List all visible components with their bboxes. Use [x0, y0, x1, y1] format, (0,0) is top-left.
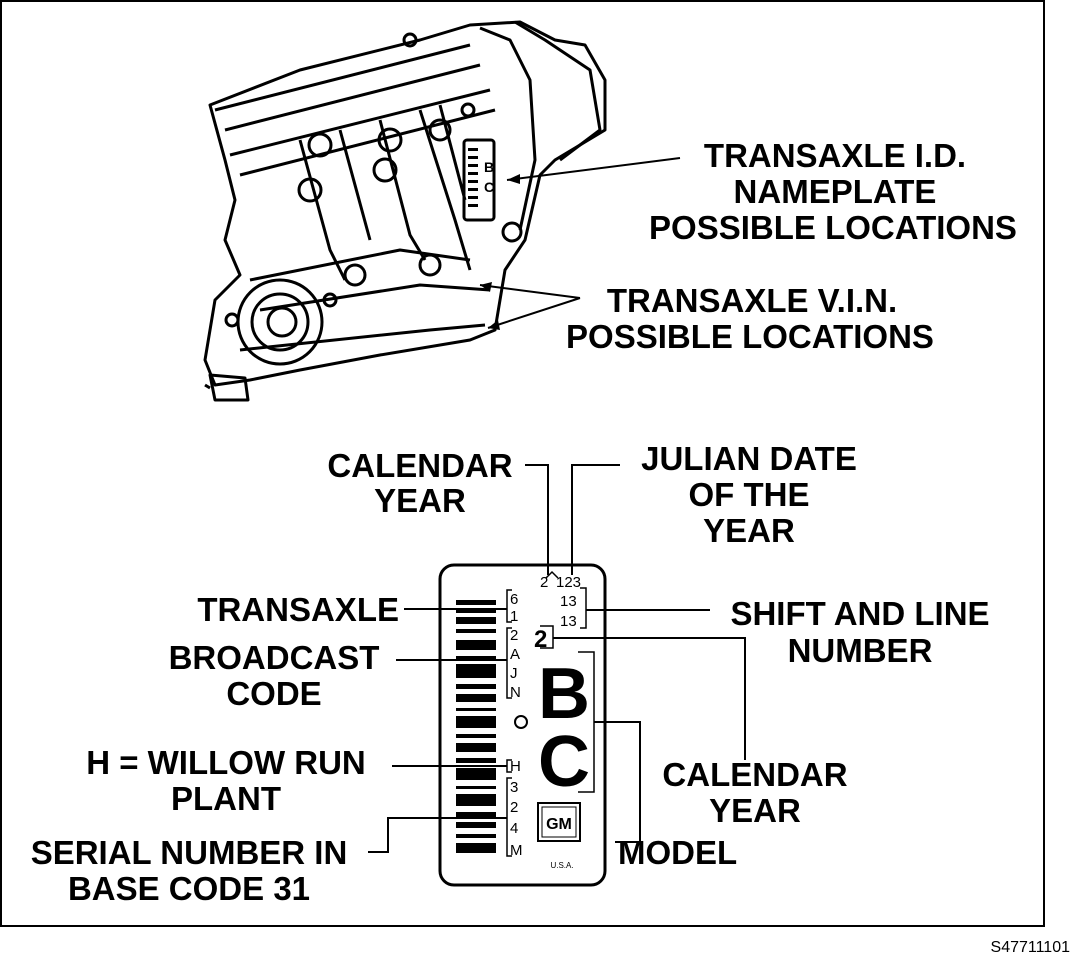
gm-logo: GM	[537, 802, 581, 842]
willow-run-line-2: PLANT	[171, 780, 281, 817]
top-leaders	[479, 157, 681, 329]
shift-line-line-2: NUMBER	[788, 632, 933, 669]
calendar-year-top-label: CALENDAR YEAR	[327, 447, 512, 519]
plate-char-10: 4	[510, 820, 518, 837]
transaxle-illustration	[203, 20, 607, 402]
plate-top-digits: 2 123 13 13	[540, 574, 581, 630]
julian-date-line-3: YEAR	[703, 512, 795, 549]
gm-logo-text: GM	[546, 816, 572, 833]
id-nameplate-line-3: POSSIBLE LOCATIONS	[649, 209, 1017, 246]
id-nameplate-line-1: TRANSAXLE I.D.	[704, 137, 966, 174]
plate-char-3: 2	[510, 627, 518, 644]
plate-char-2: 1	[510, 608, 518, 625]
plate-char-6: N	[510, 684, 521, 701]
broadcast-code-line-2: CODE	[226, 675, 321, 712]
willow-run-line-1: H = WILLOW RUN	[86, 744, 366, 781]
plate-shift-line-bottom: 13	[560, 613, 577, 630]
serial-number-label: SERIAL NUMBER IN BASE CODE 31	[31, 834, 348, 907]
calendar-year-top-line-1: CALENDAR	[327, 447, 512, 484]
housing-plate-letter-c: C	[484, 179, 494, 195]
id-nameplate-label: TRANSAXLE I.D. NAMEPLATE POSSIBLE LOCATI…	[649, 137, 1017, 246]
plate-char-7: H	[510, 758, 521, 775]
plate-model-letter-c: C	[538, 722, 590, 802]
serial-number-line-2: BASE CODE 31	[68, 870, 310, 907]
plate-leaders	[368, 464, 746, 853]
broadcast-code-label: BROADCAST CODE	[169, 639, 380, 712]
julian-date-line-1: JULIAN DATE	[641, 440, 857, 477]
shift-line-label: SHIFT AND LINE NUMBER	[730, 595, 989, 669]
calendar-year-right-label: CALENDAR YEAR	[662, 756, 847, 829]
barcode	[456, 600, 496, 853]
top-arrowheads	[480, 174, 520, 330]
julian-date-line-2: OF THE	[689, 476, 810, 513]
plate-rivet-hole	[514, 715, 528, 729]
plate-julian: 123	[556, 574, 581, 591]
model-label: MODEL	[618, 834, 737, 871]
calendar-year-right-line-1: CALENDAR	[662, 756, 847, 793]
id-nameplate-line-2: NAMEPLATE	[734, 173, 937, 210]
plate-char-8: 3	[510, 779, 518, 796]
plate-char-1: 6	[510, 591, 518, 608]
vin-line-2: POSSIBLE LOCATIONS	[566, 318, 934, 355]
plate-origin: U.S.A.	[550, 861, 573, 870]
vin-label: TRANSAXLE V.I.N. POSSIBLE LOCATIONS	[566, 282, 934, 355]
plate-char-5: J	[510, 665, 518, 682]
broadcast-code-line-1: BROADCAST	[169, 639, 380, 676]
housing-nameplate-marks	[468, 148, 478, 207]
plate-char-9: 2	[510, 799, 518, 816]
calendar-year-top-line-2: YEAR	[374, 482, 466, 519]
plate-char-11: M	[510, 842, 523, 859]
plate-column-chars: 6 1 2 A J N H 3 2 4 M	[510, 591, 523, 859]
plate-big-digit: 2	[534, 626, 547, 653]
julian-date-label: JULIAN DATE OF THE YEAR	[641, 440, 857, 549]
willow-run-label: H = WILLOW RUN PLANT	[86, 744, 366, 817]
housing-plate-letter-b: B	[484, 159, 494, 175]
vin-line-1: TRANSAXLE V.I.N.	[607, 282, 897, 319]
plate-char-4: A	[510, 646, 520, 663]
plate-year-digit: 2	[540, 574, 548, 591]
plate-model-letter-b: B	[538, 654, 590, 734]
shift-line-line-1: SHIFT AND LINE	[730, 595, 989, 632]
serial-number-line-1: SERIAL NUMBER IN	[31, 834, 348, 871]
diagram-frame	[0, 0, 1045, 927]
transaxle-label: TRANSAXLE	[197, 591, 399, 628]
housing-nameplate-letters: B C	[484, 159, 494, 195]
figure-code: S47711101	[990, 939, 1070, 956]
plate-shift-line-top: 13	[560, 593, 577, 610]
calendar-year-right-line-2: YEAR	[709, 792, 801, 829]
